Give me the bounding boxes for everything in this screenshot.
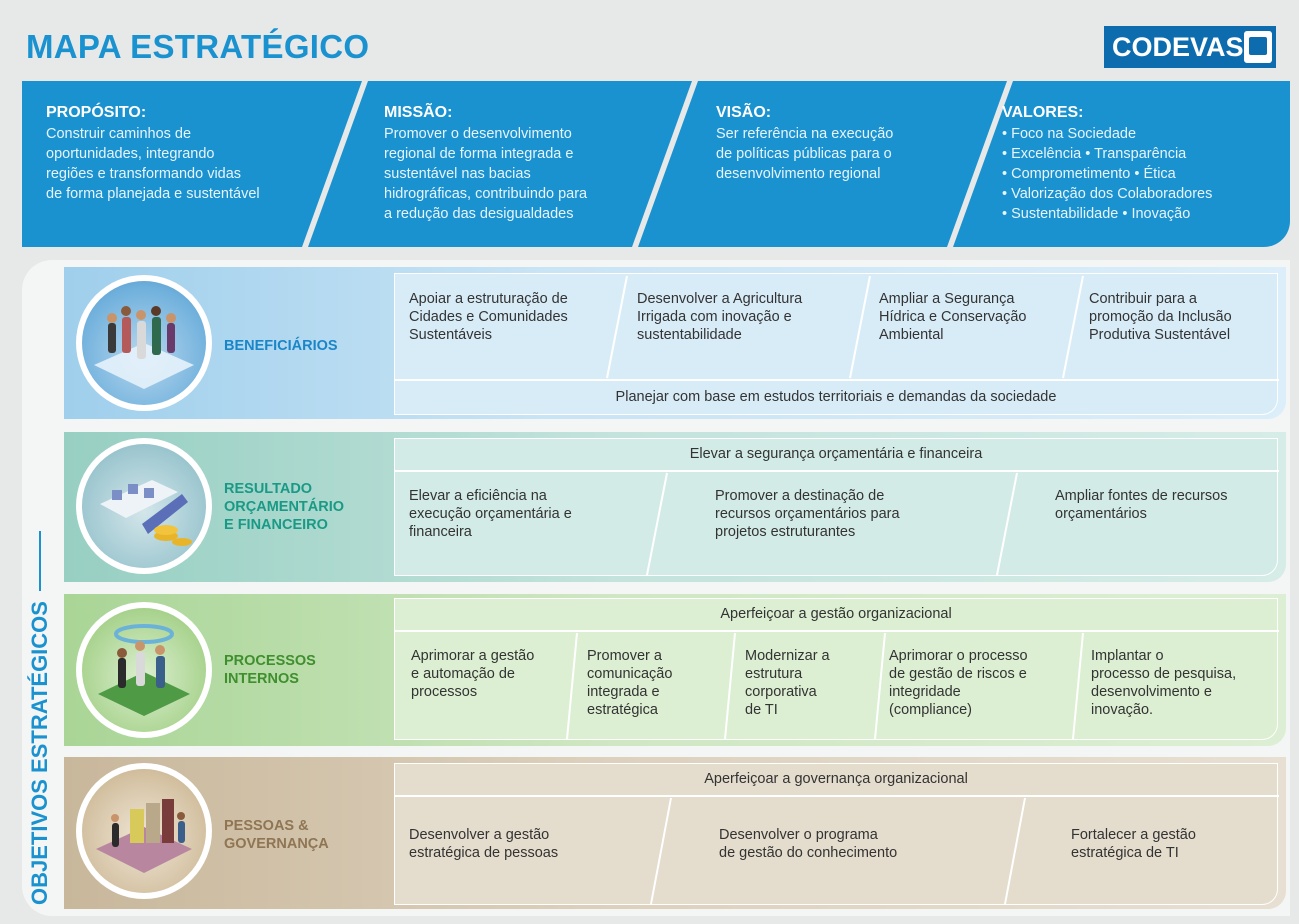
proposito-heading: PROPÓSITO: bbox=[46, 104, 147, 121]
missao-text: Promover o desenvolvimento regional de f… bbox=[384, 126, 588, 222]
top-band-background bbox=[22, 81, 1290, 247]
resultado-objective-2: Promover a destinação de recursos orçame… bbox=[715, 488, 900, 540]
visao-block: VISÃO: Ser referência na execução de pol… bbox=[716, 103, 893, 184]
side-label-line bbox=[39, 531, 41, 592]
page-title: MAPA ESTRATÉGICO bbox=[26, 28, 370, 65]
visao-heading: VISÃO: bbox=[716, 104, 772, 121]
beneficiarios-objective-4: Contribuir para a promoção da Inclusão P… bbox=[1089, 291, 1232, 343]
row-beneficiarios: BENEFICIÁRIOS Apoiar a estruturação de C… bbox=[64, 267, 1286, 419]
processos-panel: Aperfeiçoar a gestão organizacional Apri… bbox=[394, 598, 1279, 740]
codevasf-logo: CODEVASF bbox=[1104, 26, 1276, 68]
beneficiarios-objective-3: Ampliar a Segurança Hídrica e Conservaçã… bbox=[879, 291, 1027, 343]
processos-objective-2: Promover a comunicação integrada e estra… bbox=[587, 648, 673, 718]
beneficiarios-panel: Apoiar a estruturação de Cidades e Comun… bbox=[394, 273, 1279, 415]
beneficiarios-label: BENEFICIÁRIOS bbox=[224, 338, 338, 354]
logo-emblem-icon bbox=[1244, 31, 1272, 63]
missao-block: MISSÃO: Promover o desenvolvimento regio… bbox=[384, 103, 587, 224]
governance-blocks-icon bbox=[96, 799, 192, 873]
resultado-grid bbox=[395, 470, 1279, 576]
people-group-icon bbox=[94, 306, 194, 389]
beneficiarios-illustration bbox=[76, 275, 212, 411]
resultado-label: RESULTADO ORÇAMENTÁRIO E FINANCEIRO bbox=[224, 481, 345, 533]
processos-grid bbox=[395, 630, 1279, 740]
pessoas-panel: Aperfeiçoar a governança organizacional … bbox=[394, 763, 1279, 905]
beneficiarios-objective-1: Apoiar a estruturação de Cidades e Comun… bbox=[409, 291, 568, 343]
visao-text: Ser referência na execução de políticas … bbox=[716, 126, 894, 182]
processos-objective-4: Aprimorar o processo de gestão de riscos… bbox=[889, 648, 1028, 718]
pessoas-objective-1: Desenvolver a gestão estratégica de pess… bbox=[409, 827, 559, 861]
proposito-text: Construir caminhos de oportunidades, int… bbox=[46, 126, 260, 202]
pessoas-objective-3: Fortalecer a gestão estratégica de TI bbox=[1071, 827, 1196, 861]
proposito-segment bbox=[22, 81, 362, 247]
resultado-panel: Elevar a segurança orçamentária e financ… bbox=[394, 438, 1279, 576]
processos-objective-3: Modernizar a estrutura corporativa de TI bbox=[745, 648, 830, 718]
beneficiarios-cross-objective: Planejar com base em estudos territoriai… bbox=[615, 389, 1057, 405]
resultado-objective-1: Elevar a eficiência na execução orçament… bbox=[409, 488, 572, 540]
processos-objective-5: Implantar o processo de pesquisa, desenv… bbox=[1091, 648, 1237, 718]
processos-objective-1: Aprimorar a gestão e automação de proces… bbox=[411, 648, 535, 700]
logo-text: CODEVASF bbox=[1112, 31, 1261, 62]
pessoas-illustration bbox=[76, 763, 212, 899]
objetivos-side-label: OBJETIVOS ESTRATÉGICOS bbox=[27, 531, 53, 905]
missao-heading: MISSÃO: bbox=[384, 104, 453, 121]
valores-segment bbox=[953, 81, 1290, 247]
resultado-cross-objective: Elevar a segurança orçamentária e financ… bbox=[689, 446, 983, 462]
resultado-objective-3: Ampliar fontes de recursos orçamentários bbox=[1055, 488, 1228, 522]
pessoas-grid bbox=[395, 795, 1279, 905]
beneficiarios-objective-2: Desenvolver a Agricultura Irrigada com i… bbox=[637, 291, 803, 343]
pessoas-objective-2: Desenvolver o programa de gestão do conh… bbox=[719, 827, 898, 861]
valores-heading: VALORES: bbox=[1002, 104, 1084, 121]
row-processos: PROCESSOS INTERNOS Aperfeiçoar a gestão … bbox=[64, 594, 1286, 746]
missao-segment bbox=[308, 81, 692, 247]
proposito-block: PROPÓSITO: Construir caminhos de oportun… bbox=[46, 103, 260, 204]
processos-label: PROCESSOS INTERNOS bbox=[224, 653, 316, 687]
row-pessoas: PESSOAS & GOVERNANÇA Aperfeiçoar a gover… bbox=[64, 757, 1286, 909]
pessoas-cross-objective: Aperfeiçoar a governança organizacional bbox=[704, 771, 968, 787]
processos-cross-objective: Aperfeiçoar a gestão organizacional bbox=[720, 606, 952, 622]
pessoas-label: PESSOAS & GOVERNANÇA bbox=[224, 818, 329, 852]
resultado-illustration bbox=[76, 438, 212, 574]
beneficiarios-grid bbox=[395, 275, 1279, 381]
team-meeting-icon bbox=[98, 624, 190, 716]
row-resultado: RESULTADO ORÇAMENTÁRIO E FINANCEIRO Elev… bbox=[64, 432, 1286, 582]
visao-segment bbox=[638, 81, 1007, 247]
side-label-text: OBJETIVOS ESTRATÉGICOS bbox=[27, 601, 52, 905]
valores-text: • Foco na Sociedade • Excelência • Trans… bbox=[1002, 126, 1213, 222]
processos-illustration bbox=[76, 602, 212, 738]
valores-block: VALORES: • Foco na Sociedade • Excelênci… bbox=[1002, 103, 1212, 224]
budget-chart-icon bbox=[100, 480, 192, 546]
top-band: PROPÓSITO: Construir caminhos de oportun… bbox=[22, 81, 1290, 247]
